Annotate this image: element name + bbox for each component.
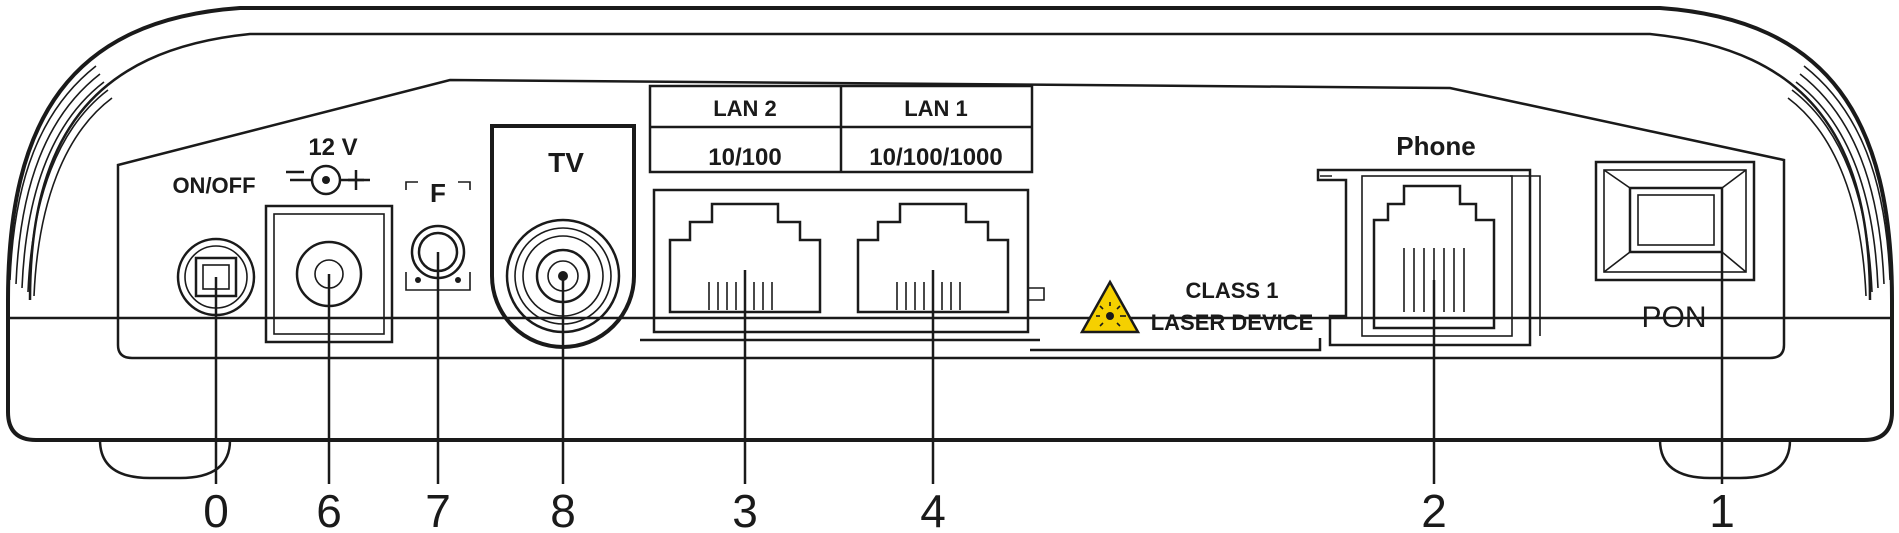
lan1-speed-label: 10/100/1000 xyxy=(869,144,1002,171)
callout-numbers: 0 6 7 8 3 4 2 1 xyxy=(203,485,1735,533)
callout-on-off: 0 xyxy=(203,485,229,533)
callout-leaders xyxy=(214,252,1724,484)
phone-label: Phone xyxy=(1396,131,1475,161)
power-jack[interactable]: 12 V xyxy=(264,134,394,344)
device-housing xyxy=(6,6,1894,480)
voltage-label: 12 V xyxy=(308,134,357,161)
tv-label: TV xyxy=(548,147,584,178)
laser-warning-label: CLASS 1 LASER DEVICE xyxy=(1030,278,1322,352)
callout-power-jack: 6 xyxy=(316,485,342,533)
callout-phone-port: 2 xyxy=(1421,485,1447,533)
laser-warning-icon xyxy=(1079,279,1141,334)
on-off-label: ON/OFF xyxy=(172,173,255,198)
lan-header-table: LAN 2 LAN 1 10/100 10/100/1000 xyxy=(648,84,1034,174)
phone-port[interactable]: Phone xyxy=(1316,131,1541,347)
f-connector-label: F xyxy=(430,178,446,208)
callout-f-port: 7 xyxy=(425,485,451,533)
lan2-speed-label: 10/100 xyxy=(708,144,781,171)
lan-ports-block xyxy=(640,188,1045,342)
pon-label: PON xyxy=(1641,301,1706,334)
dc-polarity-icon xyxy=(286,164,370,196)
lan2-port[interactable] xyxy=(668,202,822,314)
callout-pon-port: 1 xyxy=(1709,485,1735,533)
on-off-switch[interactable]: ON/OFF xyxy=(172,173,256,317)
laser-device-label: LASER DEVICE xyxy=(1151,310,1314,335)
callout-tv-port: 8 xyxy=(550,485,576,533)
lan1-name-label: LAN 1 xyxy=(904,96,968,121)
laser-class-label: CLASS 1 xyxy=(1186,278,1279,303)
pon-port[interactable]: PON xyxy=(1594,160,1756,334)
callout-lan2-port: 3 xyxy=(732,485,758,533)
callout-lan1-port: 4 xyxy=(920,485,946,533)
lan2-name-label: LAN 2 xyxy=(713,96,777,121)
